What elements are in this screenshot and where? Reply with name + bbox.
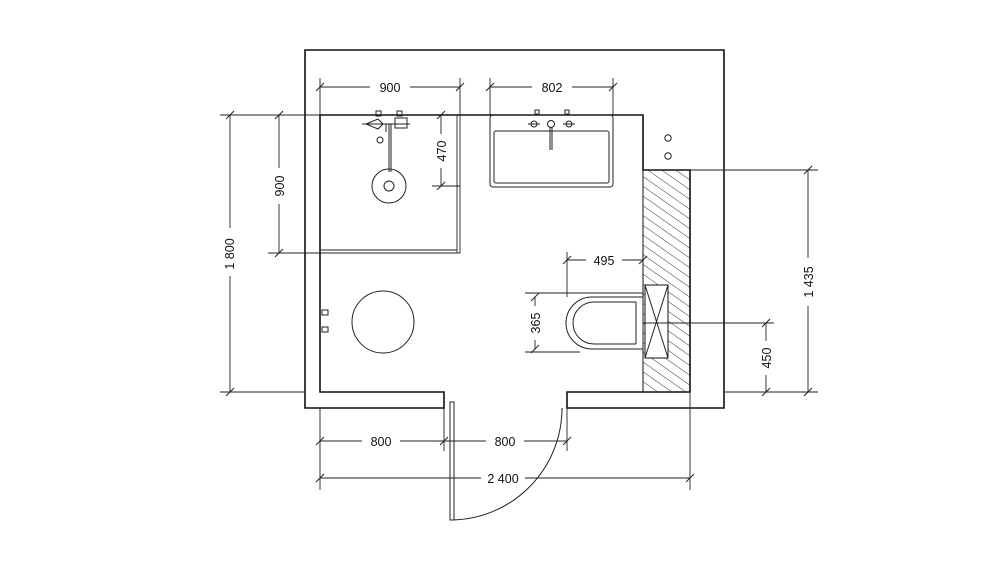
washbasin [489, 114, 614, 188]
dim-sink-width: 802 [542, 81, 563, 95]
door [449, 401, 563, 521]
dimension-labels: 900 802 900 1 800 470 495 365 1 435 450 … [223, 79, 816, 486]
dim-room-depth: 1 800 [223, 238, 237, 269]
dim-room-width: 2 400 [487, 472, 518, 486]
dim-door-width: 800 [495, 435, 516, 449]
dim-toilet-offset: 495 [594, 254, 615, 268]
installation-niche [642, 169, 691, 393]
shower-enclosure [320, 115, 461, 254]
shower-drain-icon [371, 168, 407, 204]
faucet-icon [528, 109, 575, 150]
round-drum-icon [351, 290, 415, 354]
dim-niche-length: 1 435 [802, 266, 816, 297]
dim-left-to-door: 800 [371, 435, 392, 449]
dim-toilet-center-height: 450 [760, 348, 774, 369]
dim-shower-depth: 900 [273, 176, 287, 197]
dim-shower-head-offset: 470 [435, 141, 449, 162]
dim-shower-width: 900 [380, 81, 401, 95]
heated-rail-icon [321, 309, 329, 333]
shower-mixer-icon [362, 110, 410, 172]
wall-sockets [664, 134, 672, 160]
toilet [565, 296, 644, 350]
dim-toilet-width: 365 [529, 313, 543, 334]
